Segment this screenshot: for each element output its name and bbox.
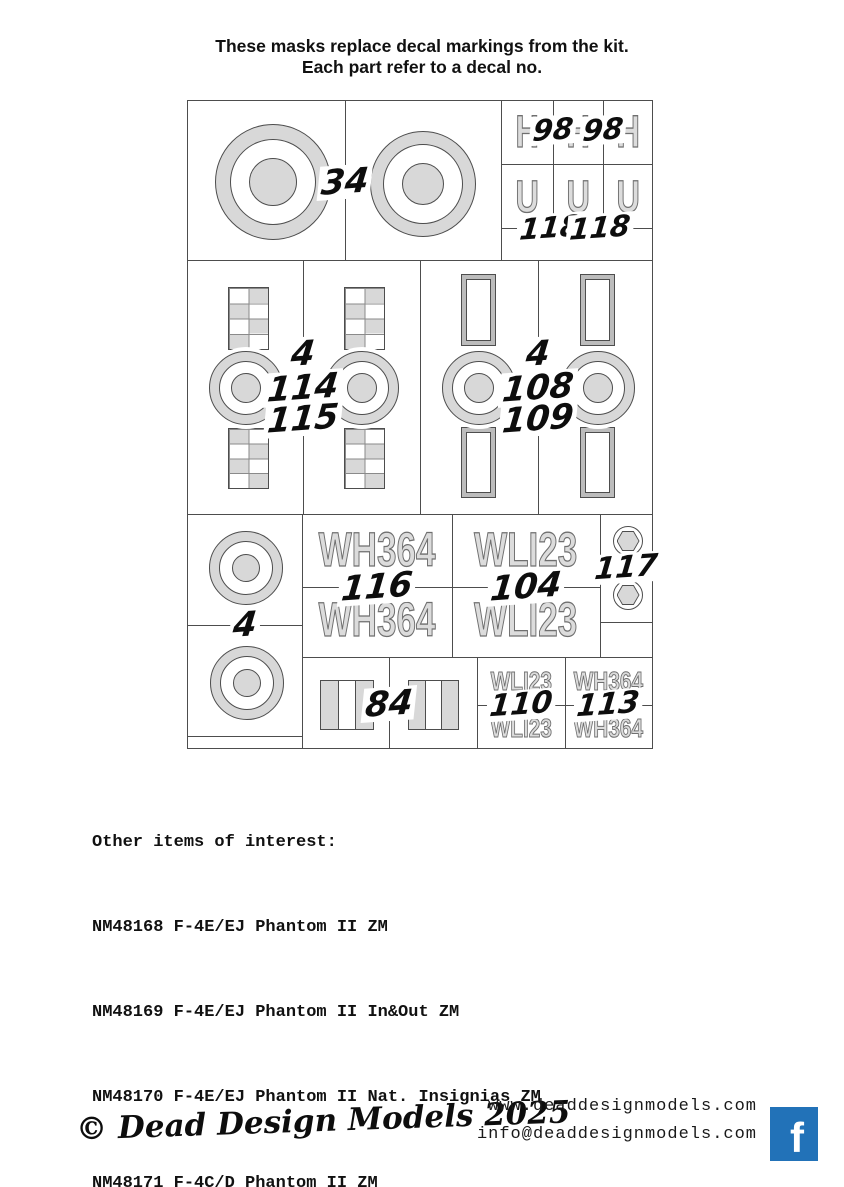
hex-fill xyxy=(617,532,639,550)
grid-line xyxy=(477,657,478,748)
fin-flash-band xyxy=(462,275,495,345)
email-link[interactable]: info@deaddesignmodels.com xyxy=(476,1125,757,1144)
grid-line xyxy=(600,622,652,623)
hex-outline xyxy=(616,531,640,551)
decal-number-label: 113 xyxy=(572,685,644,724)
decal-number-label: 104 xyxy=(485,564,567,610)
decal-number-label: 84 xyxy=(360,682,418,726)
decal-number-label: 115 xyxy=(262,396,344,442)
decal-number-label: 117 xyxy=(590,548,662,587)
decal-number-label: 4 xyxy=(228,604,262,646)
grid-line xyxy=(565,657,566,748)
decal-number-label: 98 xyxy=(528,111,578,148)
grid-line xyxy=(553,101,554,228)
item-line: NM48169 F-4E/EJ Phantom II In&Out ZM xyxy=(92,1003,460,1023)
other-items-list: Other items of interest: NM48168 F-4E/EJ… xyxy=(92,772,541,1187)
stripe-grey xyxy=(321,681,339,729)
roundel-core xyxy=(233,669,261,697)
roundel-ring xyxy=(383,144,463,224)
decal-number-label: 34 xyxy=(316,160,374,204)
grid-line xyxy=(477,705,652,706)
roundel-ring xyxy=(452,361,506,415)
roundel-core xyxy=(464,373,494,403)
grid-line xyxy=(501,101,502,260)
stripe-white xyxy=(338,681,357,729)
hex-outline xyxy=(616,585,640,605)
roundel-mask xyxy=(370,131,476,237)
roundel-core xyxy=(249,158,297,206)
hex-fill xyxy=(617,586,639,604)
grid-line xyxy=(302,587,600,588)
grid-line xyxy=(452,514,453,657)
grid-line xyxy=(188,514,652,515)
grid-line xyxy=(302,514,303,748)
decal-number-label: 110 xyxy=(485,685,557,724)
header-line-2: Each part refer to a decal no. xyxy=(301,57,543,77)
grid-line xyxy=(188,736,302,737)
hex-nut-mask xyxy=(613,526,643,556)
checker-band xyxy=(344,287,385,350)
roundel-core xyxy=(232,554,260,582)
mask-sheet-diagram: H H H U U U WH364 WH364 WLI23 WLI23 WLI2… xyxy=(187,100,662,749)
facebook-icon[interactable]: f xyxy=(770,1107,818,1161)
website-link[interactable]: www.deaddesignmodels.com xyxy=(488,1097,757,1116)
checker-band xyxy=(228,428,269,489)
roundel-core xyxy=(583,373,613,403)
hex-nut-mask xyxy=(613,580,643,610)
stripe-grey xyxy=(442,681,459,729)
items-heading: Other items of interest: xyxy=(92,832,337,852)
roundel-ring xyxy=(220,656,274,710)
roundel-mask xyxy=(215,124,331,240)
decal-number-label: 118 xyxy=(565,208,635,247)
contact-block: www.deaddesignmodels.com info@deaddesign… xyxy=(477,1093,757,1149)
item-line: NM48168 F-4E/EJ Phantom II ZM xyxy=(92,918,388,938)
fin-flash-band xyxy=(581,275,614,345)
checker-band xyxy=(228,287,269,350)
roundel-core xyxy=(402,163,444,205)
decal-number-label: 109 xyxy=(497,396,579,442)
decal-number-label: 98 xyxy=(578,111,628,148)
grid-line xyxy=(603,101,604,228)
decal-number-label: 116 xyxy=(336,564,418,610)
fin-flash-band xyxy=(581,428,614,497)
roundel-ring xyxy=(219,541,273,595)
header-line-1: These masks replace decal markings from … xyxy=(215,36,629,56)
facebook-letter: f xyxy=(790,1114,804,1161)
roundel-mask xyxy=(209,531,283,605)
fin-flash-band xyxy=(462,428,495,497)
roundel-ring xyxy=(335,361,389,415)
roundel-ring xyxy=(230,139,316,225)
roundel-core xyxy=(231,373,261,403)
roundel-ring xyxy=(571,361,625,415)
item-line: NM48171 F-4C/D Phantom II ZM xyxy=(92,1173,378,1187)
roundel-mask xyxy=(210,646,284,720)
grid-line xyxy=(501,164,652,165)
grid-line xyxy=(420,260,421,514)
item-line: NM48170 F-4E/EJ Phantom II Nat. Insignia… xyxy=(92,1088,541,1108)
checker-band xyxy=(344,428,385,489)
stripe-white xyxy=(425,681,443,729)
roundel-core xyxy=(347,373,377,403)
